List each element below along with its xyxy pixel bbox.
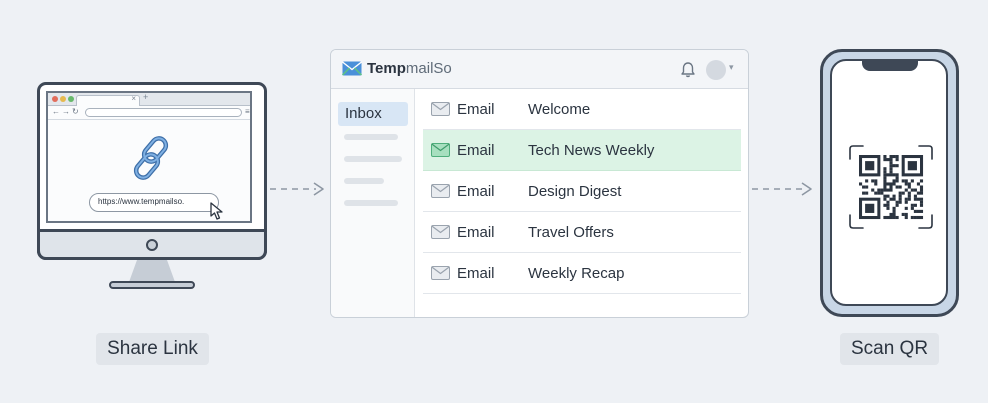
email-row[interactable]: Email Travel Offers: [423, 212, 741, 253]
email-subject: Travel Offers: [528, 224, 614, 241]
qr-code-icon[interactable]: [849, 145, 933, 229]
browser-window: × + ← → ↻ ≡ https://www.tempmailso.: [46, 91, 252, 223]
mail-sidebar: Inbox: [331, 89, 415, 317]
flow-arrow-right: [752, 182, 812, 196]
monitor-stand-base: [109, 281, 195, 289]
mail-client-window: TempmailSo ▾ Inbox Email Welcome: [330, 49, 749, 318]
reload-icon[interactable]: ↻: [72, 107, 79, 116]
forward-arrow-icon[interactable]: →: [62, 107, 70, 116]
envelope-icon: [431, 143, 450, 157]
envelope-icon: [431, 225, 450, 239]
phone-screen: [830, 59, 948, 306]
envelope-icon: [431, 266, 450, 280]
email-row[interactable]: Email Weekly Recap: [423, 253, 741, 294]
browser-tab-bar: × +: [48, 93, 250, 106]
phone-notch: [862, 59, 918, 71]
envelope-logo-icon: [342, 61, 362, 76]
email-subject: Weekly Recap: [528, 265, 625, 282]
email-subject: Welcome: [528, 101, 591, 118]
scan-qr-label: Scan QR: [840, 333, 939, 365]
email-type: Email: [457, 101, 495, 118]
browser-tab[interactable]: ×: [76, 94, 140, 106]
email-row[interactable]: Email Welcome: [423, 89, 741, 130]
brand-name-light: mailSo: [405, 60, 452, 77]
share-link-label: Share Link: [96, 333, 209, 365]
mail-title-bar: TempmailSo ▾: [331, 50, 748, 89]
sidebar-placeholder-line: [344, 156, 402, 162]
sidebar-placeholder-line: [344, 200, 398, 206]
email-subject: Design Digest: [528, 183, 622, 200]
smartphone: [820, 49, 959, 317]
sidebar-item-inbox[interactable]: Inbox: [338, 102, 408, 126]
email-row[interactable]: Email Design Digest: [423, 171, 741, 212]
url-field[interactable]: https://www.tempmailso.: [89, 193, 219, 212]
avatar[interactable]: [706, 60, 726, 80]
email-subject: Tech News Weekly: [528, 142, 655, 159]
email-type: Email: [457, 265, 495, 282]
email-list: Email Welcome Email Tech News Weekly Ema…: [423, 89, 741, 294]
bell-icon[interactable]: [680, 61, 696, 78]
monitor-stand-neck: [129, 260, 175, 282]
desktop-monitor: × + ← → ↻ ≡ https://www.tempmailso.: [37, 82, 267, 289]
email-type: Email: [457, 142, 495, 159]
email-type: Email: [457, 224, 495, 241]
maximize-dot-icon: [68, 96, 74, 102]
minimize-dot-icon: [60, 96, 66, 102]
chain-link-icon: [133, 136, 169, 180]
flow-arrow-right: [270, 182, 324, 196]
envelope-icon: [431, 184, 450, 198]
new-tab-icon[interactable]: +: [143, 92, 149, 102]
envelope-icon: [431, 102, 450, 116]
close-dot-icon: [52, 96, 58, 102]
chevron-down-icon[interactable]: ▾: [729, 62, 734, 72]
mouse-pointer-icon: [210, 202, 223, 220]
tab-close-icon[interactable]: ×: [131, 94, 136, 103]
brand-name-bold: Temp: [367, 60, 406, 77]
browser-nav-bar: ← → ↻ ≡: [48, 106, 250, 120]
brand-name: TempmailSo: [367, 60, 452, 77]
email-row-selected[interactable]: Email Tech News Weekly: [423, 130, 741, 171]
back-arrow-icon[interactable]: ←: [52, 107, 60, 116]
menu-icon[interactable]: ≡: [245, 107, 250, 116]
address-bar[interactable]: [85, 108, 242, 117]
power-button: [146, 239, 158, 251]
email-type: Email: [457, 183, 495, 200]
sidebar-placeholder-line: [344, 178, 384, 184]
sidebar-placeholder-line: [344, 134, 398, 140]
